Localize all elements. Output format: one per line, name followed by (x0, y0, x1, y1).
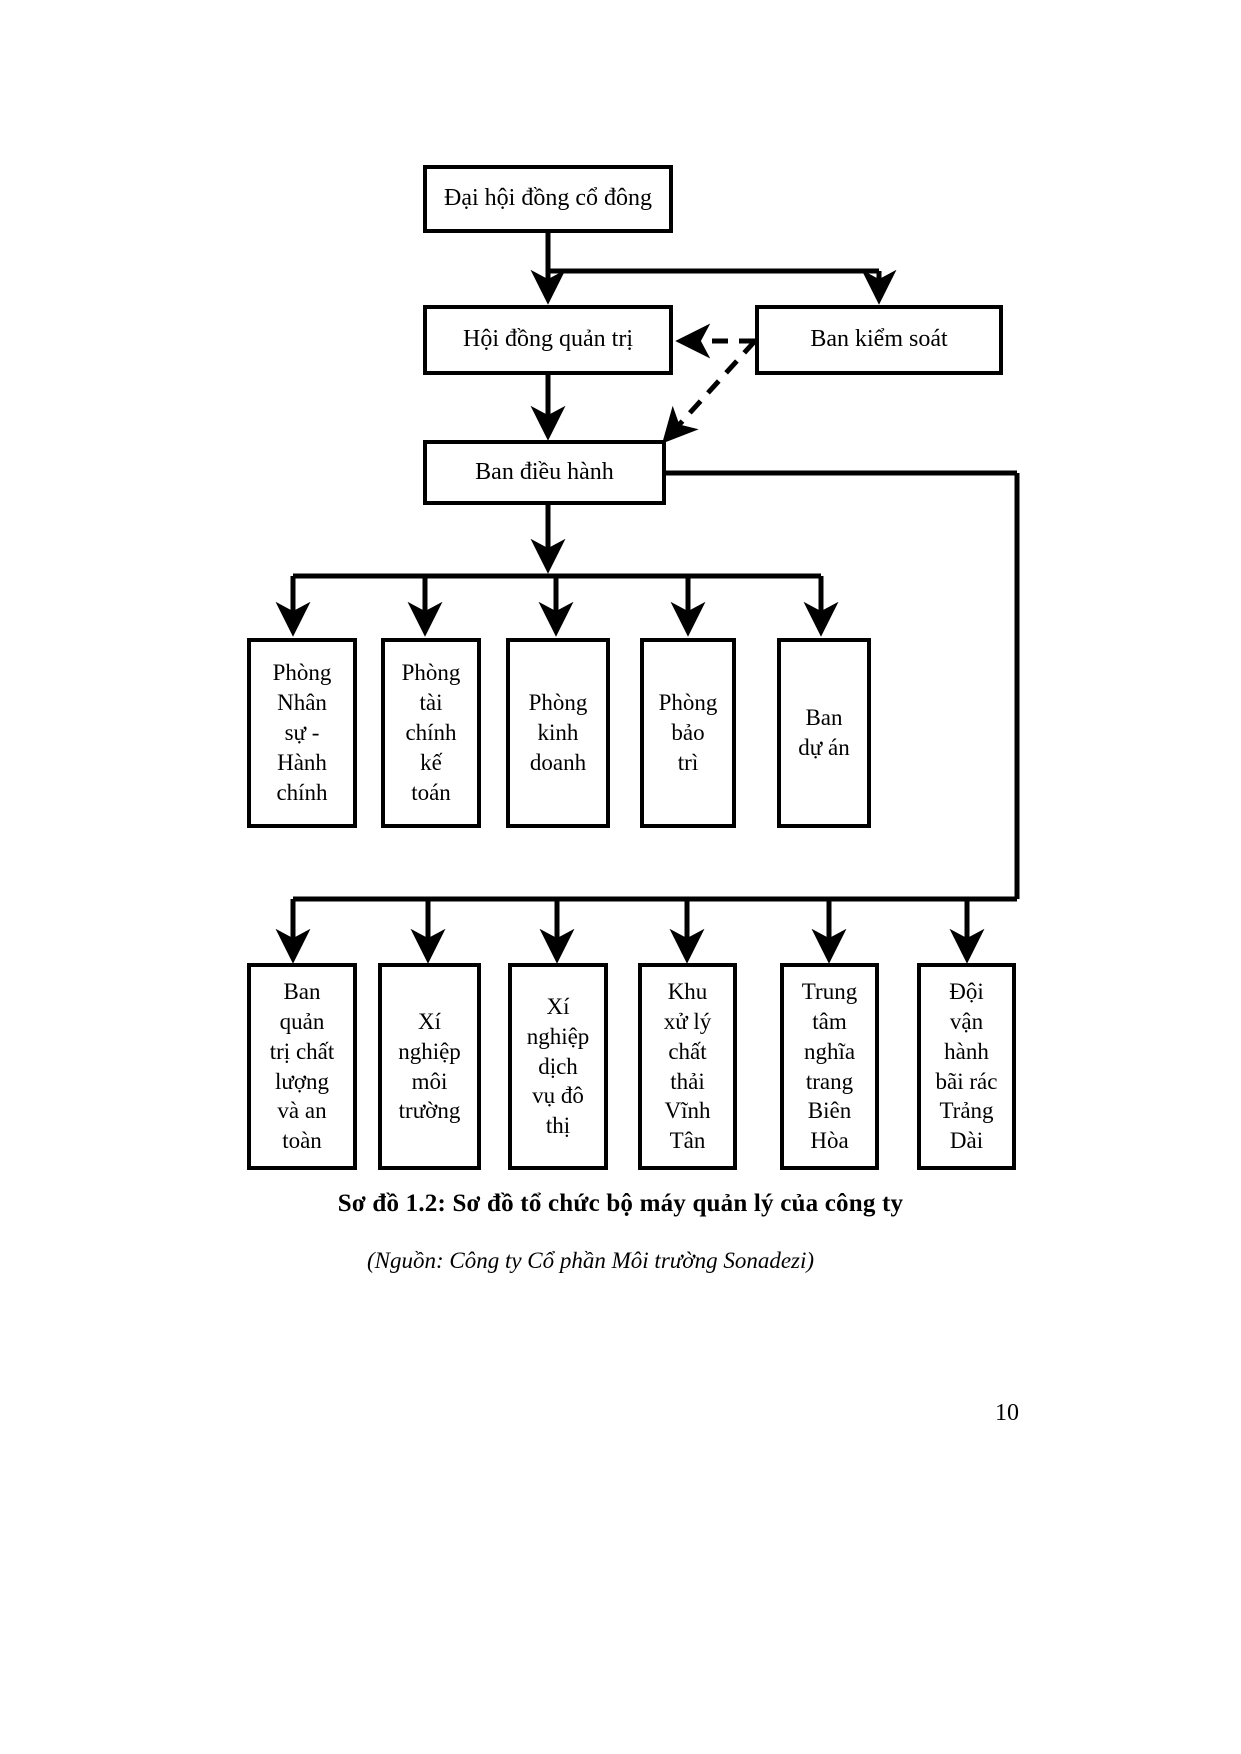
node-ban-quan-tri-chat-luong-va-an-toan[interactable]: Ban quản trị chất lượng và an toàn (247, 963, 357, 1170)
figure-source: (Nguồn: Công ty Cổ phần Môi trường Sonad… (366, 1248, 815, 1273)
node-label: Ban quản trị chất lượng và an toàn (269, 978, 335, 1154)
page-number: 10 (995, 1400, 1019, 1426)
node-label: Khu xử lý chất thải Vĩnh Tân (663, 978, 712, 1154)
node-ban-kiem-soat[interactable]: Ban kiểm soát (755, 305, 1003, 375)
node-phong-tai-chinh-ke-toan[interactable]: Phòng tài chính kế toán (381, 638, 481, 828)
node-label: Xí nghiệp dịch vụ đô thị (526, 993, 590, 1139)
node-hoi-dong-quan-tri[interactable]: Hội đồng quản trị (423, 305, 673, 375)
node-label: Phòng Nhân sự - Hành chính (272, 660, 332, 805)
node-phong-nhan-su-hanh-chinh[interactable]: Phòng Nhân sự - Hành chính (247, 638, 357, 828)
node-dai-hoi-dong-co-dong[interactable]: Đại hội đồng cổ đông (423, 165, 673, 233)
node-trung-tam-nghia-trang-bien-hoa[interactable]: Trung tâm nghĩa trang Biên Hòa (780, 963, 879, 1170)
node-label: Phòng kinh doanh (528, 690, 588, 775)
node-xi-nghiep-dich-vu-do-thi[interactable]: Xí nghiệp dịch vụ đô thị (508, 963, 608, 1170)
node-label: Phòng tài chính kế toán (401, 660, 461, 805)
node-phong-kinh-doanh[interactable]: Phòng kinh doanh (506, 638, 610, 828)
node-khu-xu-ly-chat-thai-vinh-tan[interactable]: Khu xử lý chất thải Vĩnh Tân (638, 963, 737, 1170)
node-ban-du-an[interactable]: Ban dự án (777, 638, 871, 828)
node-ban-dieu-hanh[interactable]: Ban điều hành (423, 440, 666, 505)
node-label: Ban kiểm soát (810, 326, 948, 353)
node-label: Đội vận hành bãi rác Trảng Dài (935, 978, 998, 1154)
node-label: Xí nghiệp môi trường (398, 1008, 461, 1124)
node-label: Ban điều hành (475, 458, 614, 485)
figure-caption: Sơ đồ 1.2: Sơ đồ tổ chức bộ máy quản lý … (337, 1190, 904, 1217)
node-label: Phòng bảo trì (658, 690, 718, 775)
node-label: Đại hội đồng cổ đông (444, 185, 652, 212)
edge-n3-n4-dashed (662, 339, 757, 444)
node-xi-nghiep-moi-truong[interactable]: Xí nghiệp môi trường (378, 963, 481, 1170)
node-label: Ban dự án (798, 705, 850, 760)
node-label: Trung tâm nghĩa trang Biên Hòa (801, 978, 858, 1154)
node-doi-van-hanh-bai-rac-trang-dai[interactable]: Đội vận hành bãi rác Trảng Dài (917, 963, 1016, 1170)
node-label: Hội đồng quản trị (463, 326, 633, 353)
node-phong-bao-tri[interactable]: Phòng bảo trì (640, 638, 736, 828)
